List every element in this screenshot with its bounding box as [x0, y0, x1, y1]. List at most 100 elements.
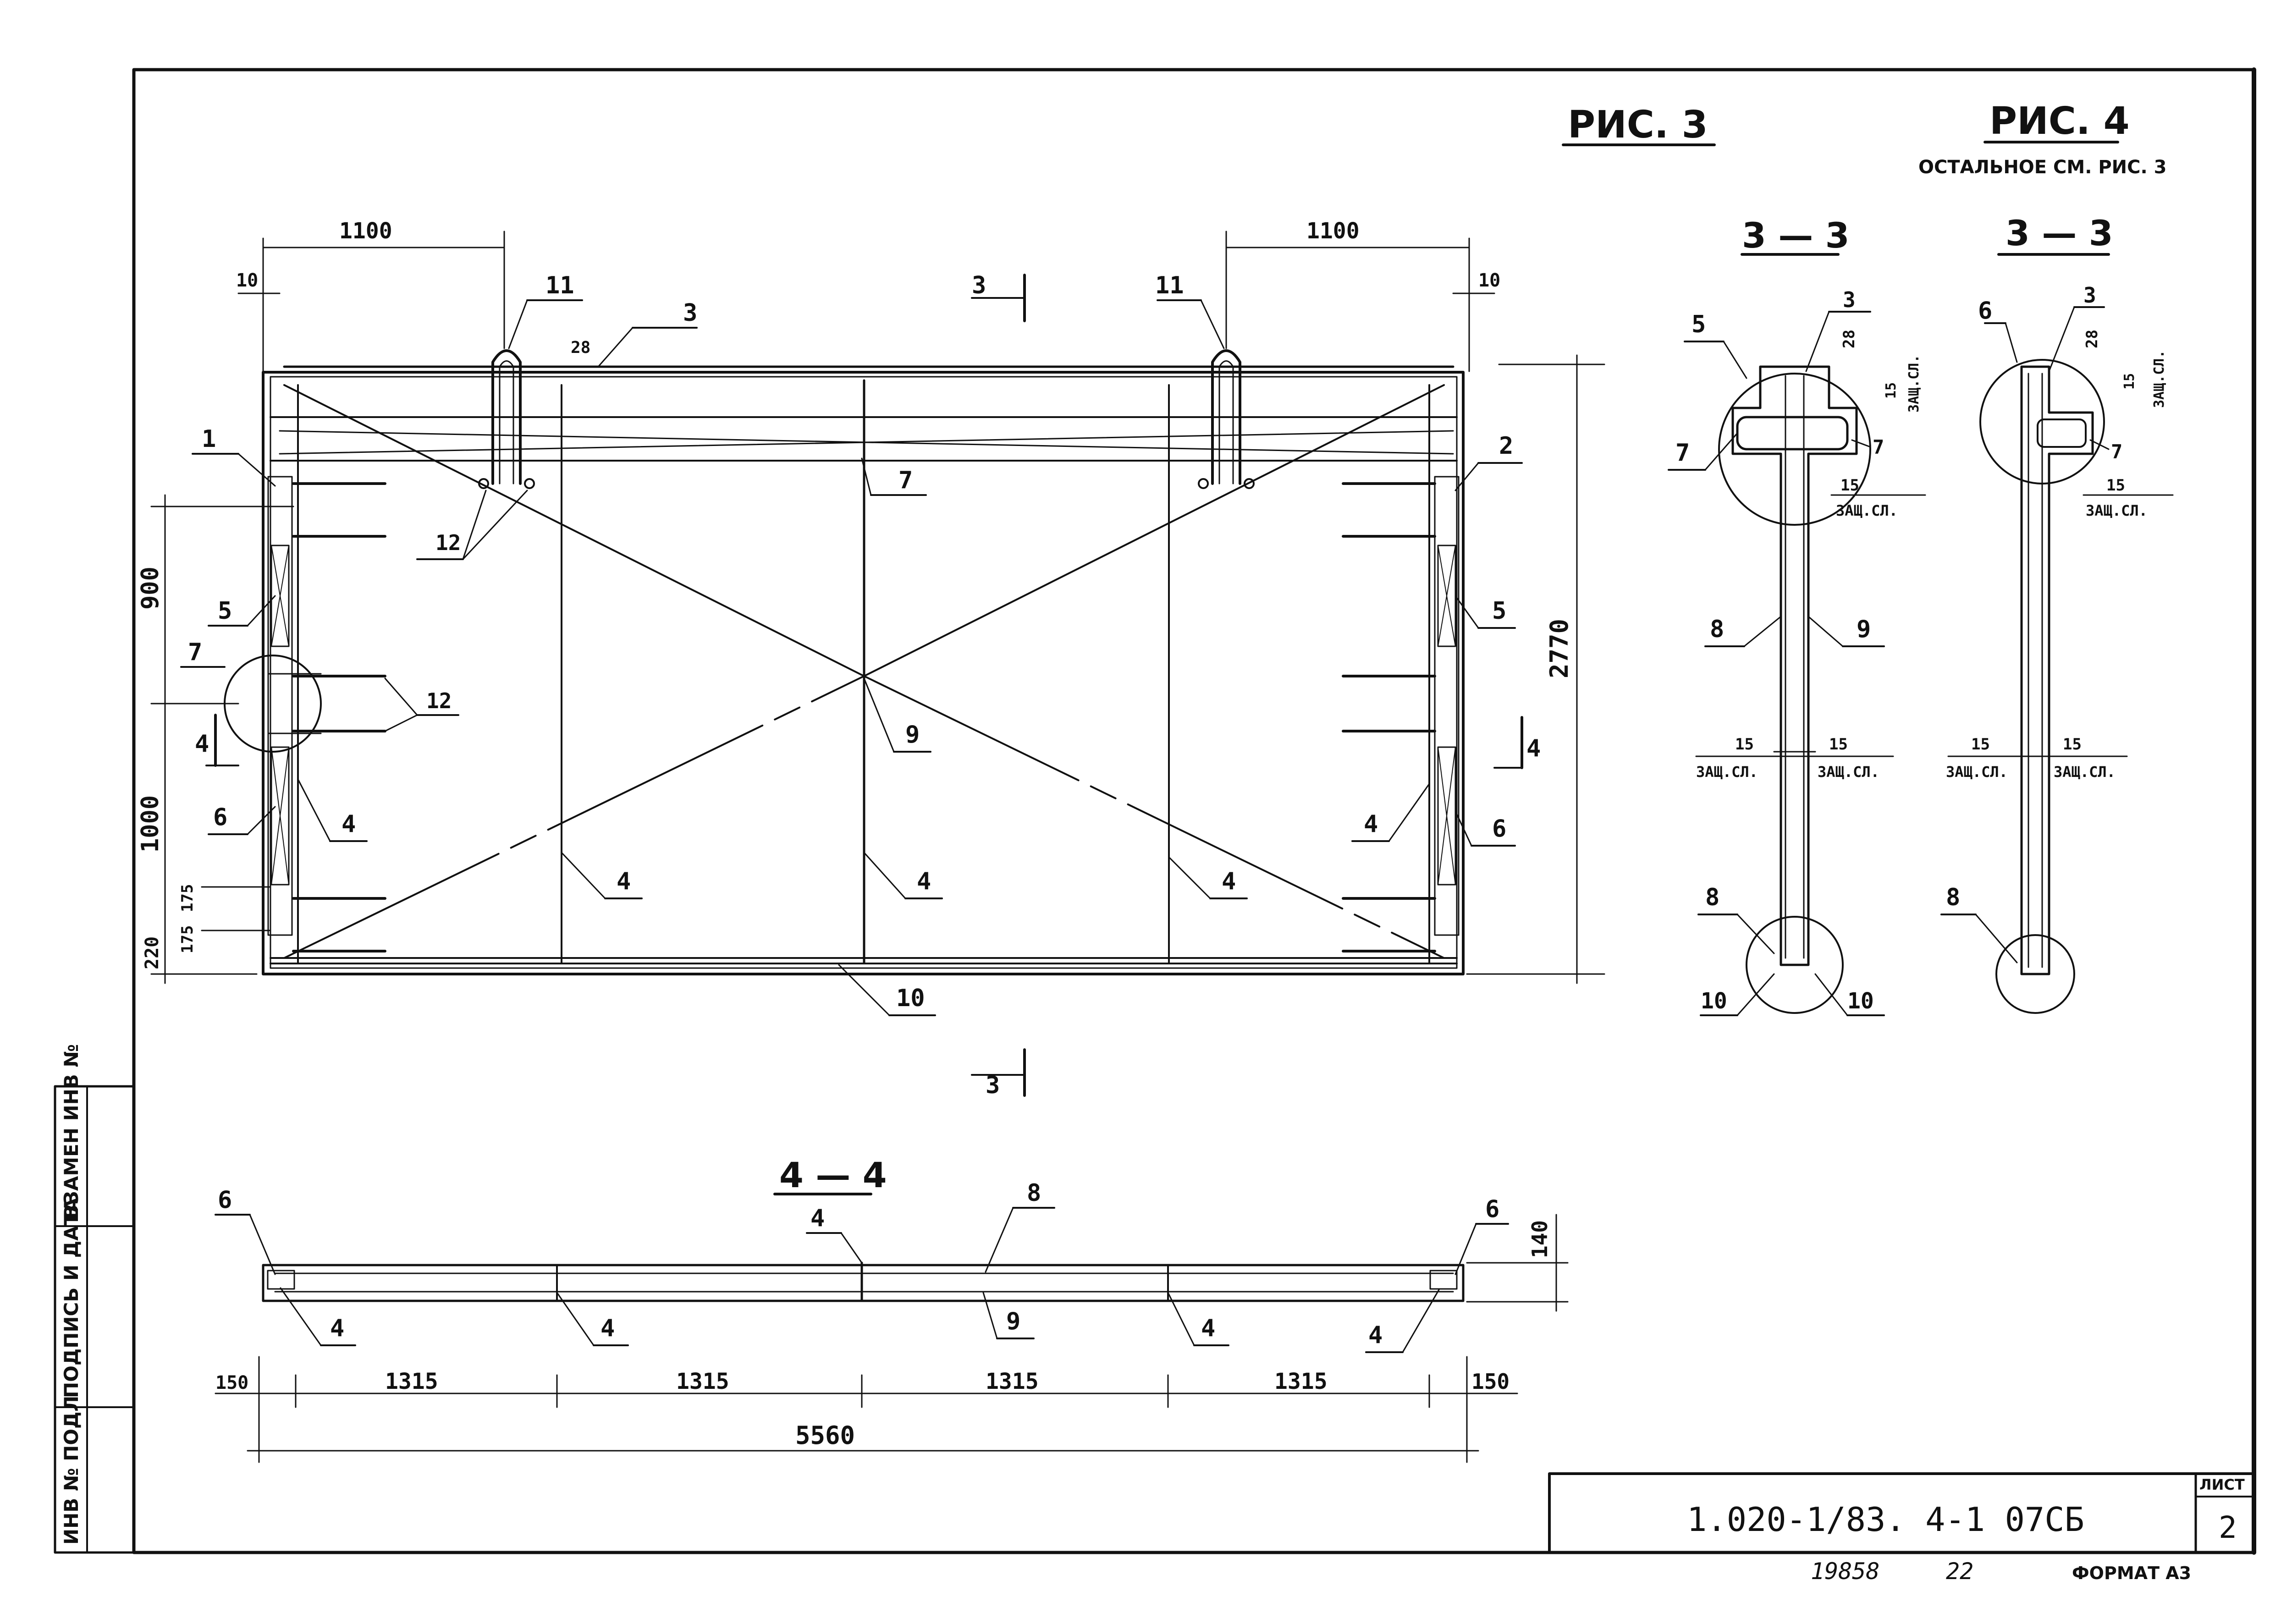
- inv-number: 19858: [1811, 1558, 1880, 1585]
- callout-4-left: 4: [342, 810, 356, 838]
- s44-callout-8: 8: [1027, 1179, 1041, 1207]
- elevation-dimensions: 1100 1100 10 10 28 2770 900 1000 220 175…: [137, 218, 1605, 984]
- section-33-fig4-callouts: 6 3 7 8 28 15 ЗАЩ.СЛ. 15 ЗАЩ.СЛ. 15 15 З…: [1940, 283, 2174, 963]
- callout-7-left: 7: [188, 639, 202, 666]
- s44-dim-1315-c: 1315: [986, 1369, 1039, 1394]
- section-33-fig3: [1718, 365, 1871, 1014]
- callout-1: 1: [202, 425, 216, 453]
- s33b-callout-7: 7: [2111, 440, 2122, 463]
- callout-7-top: 7: [898, 467, 913, 494]
- s33b-zasch-top: ЗАЩ.СЛ.: [2151, 350, 2167, 408]
- dim-900: 900: [137, 567, 164, 610]
- s33a-callout-10-left: 10: [1701, 988, 1727, 1014]
- callout-4-a: 4: [617, 868, 631, 895]
- s44-callout-4-top: 4: [810, 1205, 825, 1232]
- s44-dim-1315-d: 1315: [1274, 1369, 1328, 1394]
- section-33-a-title: 3 — 3: [1742, 215, 1850, 256]
- s33a-dim-28: 28: [1840, 330, 1858, 348]
- fig4-note: ОСТАЛЬНОЕ СМ. РИС. 3: [1918, 157, 2166, 178]
- s33b-callout-3: 3: [2083, 283, 2096, 308]
- drawing-code: 1.020-1/83. 4-1 07СБ: [1687, 1500, 2084, 1539]
- s33a-dim-15-right: 15: [1829, 735, 1848, 754]
- section-44-callouts: 6 6 4 8 9 4 4 4 4 140: [215, 1179, 1569, 1463]
- section-33-fig4: [1979, 359, 2105, 1014]
- callout-12-mid: 12: [426, 688, 452, 713]
- callout-11-right: 11: [1155, 272, 1184, 299]
- section-44-title: 4 — 4: [779, 1155, 887, 1195]
- s44-dim-1315-a: 1315: [385, 1369, 438, 1394]
- s33b-zasch-right: ЗАЩ.СЛ.: [2054, 763, 2116, 781]
- panel-elevation: [224, 349, 1465, 975]
- s33b-zasch-left: ЗАЩ.СЛ.: [1946, 763, 2008, 781]
- s44-callout-4-b: 4: [601, 1315, 615, 1342]
- callout-10: 10: [896, 985, 925, 1012]
- callout-2: 2: [1499, 432, 1513, 460]
- s44-callout-4-c: 4: [1201, 1315, 1215, 1342]
- elevation-callouts: 3 11 11 1 2 7 12 12 5 5 7 6: [180, 272, 1523, 1016]
- s33a-zasch-left: ЗАЩ.СЛ.: [1696, 763, 1758, 781]
- s33a-zasch-mid: ЗАЩ.СЛ.: [1836, 502, 1898, 519]
- s44-callout-6-left: 6: [218, 1186, 232, 1214]
- side-stamp: ИНВ № ПОДЛ ПОДПИСЬ И ДАТА ВЗАМЕН ИНВ №: [54, 1044, 135, 1554]
- s33b-dim-15: 15: [2121, 373, 2138, 390]
- dim-175-a: 175: [178, 925, 197, 953]
- s33b-dim-28: 28: [2083, 330, 2101, 348]
- s44-dim-150-right: 150: [1471, 1369, 1510, 1394]
- s33a-callout-7-right: 7: [1873, 436, 1884, 458]
- dim-175-b: 175: [178, 884, 197, 912]
- dim-220: 220: [142, 936, 163, 969]
- s44-dim-140: 140: [1527, 1220, 1552, 1258]
- s44-callout-4-a: 4: [330, 1315, 344, 1342]
- format-label: ФОРМАТ А3: [2072, 1563, 2191, 1583]
- dim-2770: 2770: [1545, 619, 1574, 678]
- callout-5-right: 5: [1492, 597, 1506, 625]
- dim-1100-left: 1100: [339, 218, 392, 244]
- s44-dim-5560: 5560: [795, 1421, 855, 1450]
- s44-dim-150-left: 150: [215, 1372, 248, 1393]
- dim-28: 28: [571, 338, 590, 357]
- dim-10-left: 10: [236, 270, 258, 291]
- stamp-vzamen: ВЗАМЕН ИНВ №: [60, 1044, 83, 1219]
- s33b-callout-6: 6: [1978, 297, 1992, 325]
- s33b-dim-15-b: 15: [2106, 476, 2125, 495]
- fig4-title: РИС. 4: [1989, 99, 2130, 143]
- s44-callout-6-right: 6: [1485, 1195, 1499, 1223]
- sheet-number: 2: [2219, 1510, 2237, 1545]
- sheet-label: ЛИСТ: [2199, 1476, 2245, 1493]
- title-block: 1.020-1/83. 4-1 07СБ ЛИСТ 2 19858 22 ФОР…: [1548, 1472, 2255, 1585]
- dim-1000: 1000: [137, 795, 164, 853]
- cut-4-left: 4: [195, 730, 209, 758]
- section-44: [262, 1261, 1465, 1302]
- section-cuts: 3 3 4 4: [195, 272, 1541, 1099]
- callout-3: 3: [683, 299, 697, 327]
- callout-4-right: 4: [1364, 810, 1378, 838]
- callout-6-left: 6: [213, 804, 227, 831]
- dim-1100-right: 1100: [1306, 218, 1360, 244]
- s33a-dim-15-b: 15: [1840, 476, 1859, 495]
- s33a-callout-3: 3: [1843, 287, 1856, 312]
- cut-3-top: 3: [972, 272, 986, 299]
- cut-3-bottom: 3: [986, 1072, 1000, 1099]
- s33a-callout-10-right: 10: [1847, 988, 1874, 1014]
- s33a-callout-8: 8: [1710, 616, 1724, 643]
- callout-5-left: 5: [218, 597, 232, 625]
- s33b-dim-15-left: 15: [1971, 735, 1990, 754]
- callout-12-top: 12: [435, 530, 461, 555]
- fig3-title: РИС. 3: [1568, 103, 1708, 147]
- dim-10-right: 10: [1478, 270, 1500, 291]
- s33a-callout-5: 5: [1691, 311, 1706, 338]
- section-33-b-title: 3 — 3: [2006, 213, 2113, 253]
- s33b-callout-8: 8: [1946, 884, 1960, 911]
- callout-4-b: 4: [917, 868, 931, 895]
- inv-sub: 22: [1946, 1558, 1973, 1585]
- s44-callout-4-d: 4: [1368, 1321, 1383, 1349]
- section-33-fig3-callouts: 5 3 7 7 8 9 8 10 10 28 15 ЗАЩ.СЛ. 15 ЗАЩ…: [1668, 287, 1926, 1016]
- stamp-inv-podl: ИНВ № ПОДЛ: [60, 1396, 83, 1545]
- callout-9: 9: [905, 721, 920, 749]
- s33a-dim-15-left: 15: [1735, 735, 1754, 754]
- s44-dim-1315-b: 1315: [676, 1369, 729, 1394]
- callout-4-c: 4: [1222, 868, 1236, 895]
- cut-4-right: 4: [1526, 735, 1541, 762]
- s33a-dim-15: 15: [1883, 382, 1899, 399]
